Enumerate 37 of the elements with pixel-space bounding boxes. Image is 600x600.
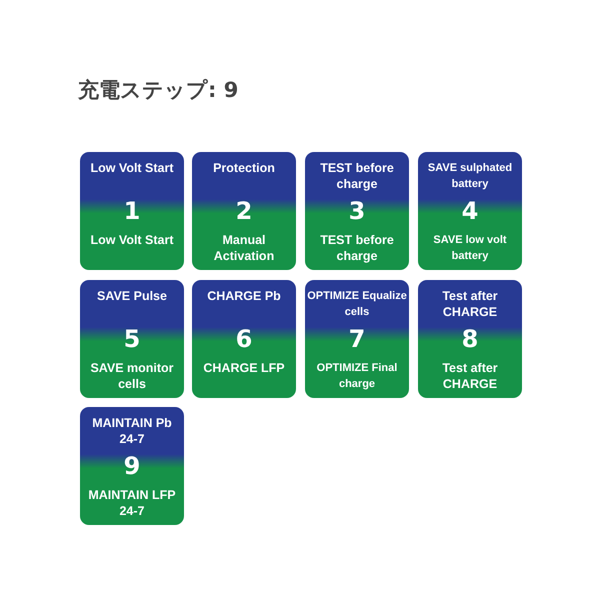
step-description: SAVE monitor cells [89,360,175,392]
step-heading: SAVE Pulse [96,288,168,304]
step-number: 7 [348,327,366,351]
step-description: OPTIMIZE Final charge [316,361,398,392]
step-heading: Low Volt Start [89,160,175,176]
step-number: 8 [460,327,480,351]
step-description: Manual Activation [212,232,276,264]
step-description: SAVE low volt battery [432,233,508,264]
step-card [80,152,184,270]
step-card [418,280,522,398]
step-heading: Protection [212,160,276,176]
step-description: Low Volt Start [89,232,175,248]
step-card [418,152,522,270]
step-description: CHARGE LFP [202,360,286,376]
step-number: 4 [460,199,480,223]
step-number: 5 [122,327,142,351]
step-number: 2 [234,199,254,223]
step-description: TEST before charge [319,232,395,264]
step-heading: Test after CHARGE [441,288,499,320]
step-card [305,280,409,398]
step-heading: OPTIMIZE Equalize cells [307,289,407,320]
step-card [80,407,184,525]
step-card [192,152,296,270]
step-heading: SAVE sulphated battery [426,161,514,192]
step-card [192,280,296,398]
step-number: 1 [122,199,142,223]
title: 充電ステップ: 9 [78,77,238,104]
step-card [305,152,409,270]
step-heading: TEST before charge [319,160,395,192]
step-heading: CHARGE Pb [206,288,282,304]
step-description: MAINTAIN LFP 24-7 [87,487,177,519]
step-number: 3 [348,199,366,223]
step-description: Test after CHARGE [441,360,499,392]
step-card [80,280,184,398]
step-number: 9 [122,454,142,478]
step-number: 6 [234,327,254,351]
step-heading: MAINTAIN Pb 24-7 [91,415,173,447]
